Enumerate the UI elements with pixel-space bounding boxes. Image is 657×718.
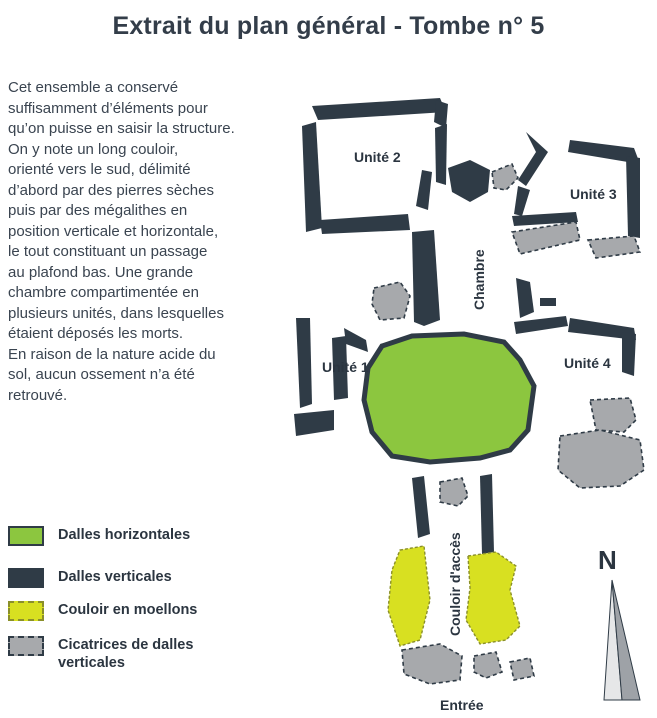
scar [589, 397, 637, 433]
rubble-wall [465, 551, 521, 645]
scar [510, 221, 581, 255]
description-text: Cet ensemble a conservé suffisamment d’é… [8, 78, 298, 406]
legend-label: Couloir en moellons [58, 602, 198, 618]
label-unite-3: Unité 3 [570, 186, 617, 202]
slab [434, 100, 448, 128]
scar [401, 643, 463, 685]
label-couloir: Couloir d'accès [447, 532, 463, 636]
legend-swatch [8, 526, 44, 546]
description-line: d’abord par des pierres sèches [8, 181, 214, 199]
description-line: suffisamment d’éléments pour [8, 99, 208, 117]
slab [512, 212, 578, 226]
description-line: au plafond bas. Une grande [8, 263, 194, 281]
rubble-corridor [387, 545, 521, 647]
label-entree: Entrée [440, 697, 484, 713]
legend-item-dalles-verticales: Dalles verticales [8, 568, 172, 588]
description-line: chambre compartimentée en [8, 284, 199, 301]
rubble-wall [387, 545, 431, 647]
vertical-slabs [294, 98, 640, 554]
slab [626, 156, 640, 238]
description-line: plusieurs unités, dans lesquelles [8, 304, 224, 322]
slab [294, 410, 334, 436]
slab [622, 332, 636, 376]
description-line: puis par des mégalithes en [8, 202, 188, 219]
slab [302, 122, 322, 232]
description-line: Cet ensemble a conservé [8, 79, 179, 96]
page-title: Extrait du plan général - Tombe n° 5 [112, 12, 545, 40]
slab [448, 160, 490, 202]
description-line: étaient déposés les morts. [8, 325, 184, 342]
legend-swatch [8, 601, 44, 621]
scar [439, 477, 469, 507]
slab-scars [371, 162, 645, 685]
legend-item-couloir-moellons: Couloir en moellons [8, 601, 197, 621]
horizontal-slab [361, 331, 537, 465]
description-line: On y note un long couloir, [8, 140, 179, 158]
description-line: qu’on puisse en saisir la structure. [8, 120, 235, 137]
slab [296, 318, 312, 408]
slab [332, 336, 348, 400]
legend-item-dalles-horizontales: Dalles horizontales [8, 526, 190, 546]
legend-label: Dalles verticales [58, 569, 172, 585]
scar [371, 281, 411, 321]
legend-swatch [8, 636, 44, 656]
slab [516, 278, 534, 318]
slab [568, 140, 640, 164]
north-arrow-dark [611, 579, 641, 701]
scar [586, 235, 642, 259]
slab [312, 98, 446, 120]
north-label: N [598, 545, 617, 575]
slab [412, 476, 430, 538]
description-line: sol, aucun ossement n’a été [8, 366, 195, 383]
scar [557, 429, 645, 489]
scar [473, 651, 503, 679]
legend-label: Cicatrices de dalles verticales [58, 637, 194, 671]
slab [514, 186, 530, 216]
slab [518, 132, 548, 186]
slab [540, 298, 556, 306]
scar [509, 657, 535, 681]
description-line: retrouvé. [8, 386, 68, 404]
slab [435, 124, 447, 185]
slab [514, 316, 568, 334]
legend-label: Dalles horizontales [58, 527, 191, 543]
label-unite-4: Unité 4 [564, 355, 611, 371]
slab [568, 318, 636, 340]
description-line: orienté vers le sud, délimité [8, 161, 191, 178]
description-line: position verticale et horizontale, [8, 222, 219, 240]
slab [480, 474, 494, 554]
label-unite-1: Unité 1 [322, 359, 369, 375]
slab [416, 170, 432, 210]
label-chambre: Chambre [471, 249, 487, 310]
legend-swatch [8, 568, 44, 588]
slab [320, 214, 410, 234]
description-line: le tout constituant un passage [8, 243, 208, 260]
label-unite-2: Unité 2 [354, 149, 401, 165]
slab [344, 328, 368, 352]
scar [491, 162, 519, 191]
slab [412, 230, 440, 326]
description-line: En raison de la nature acide du [8, 345, 216, 363]
legend-item-cicatrices: Cicatrices de dalles verticales [8, 636, 193, 672]
